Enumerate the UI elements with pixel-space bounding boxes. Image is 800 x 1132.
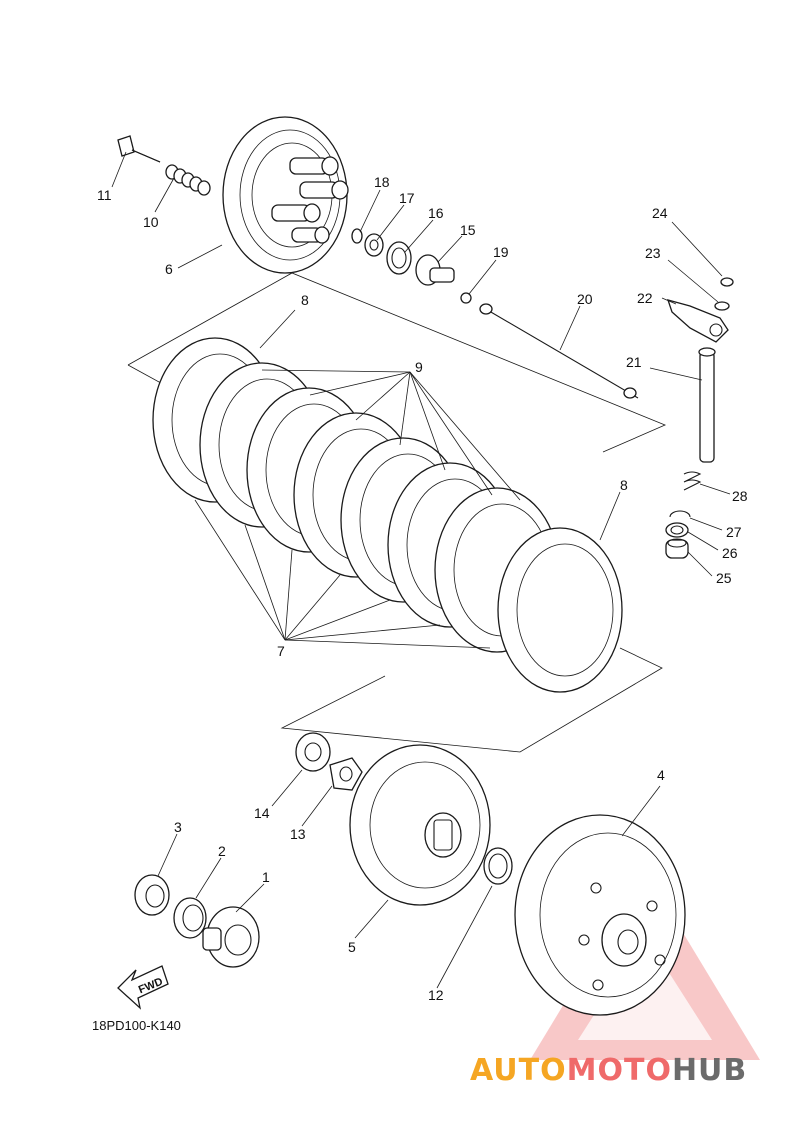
callout-17: 17	[399, 190, 415, 206]
clutch-plate-stack	[152, 337, 623, 693]
callout-fan-lines	[194, 369, 521, 649]
circlip	[669, 510, 691, 518]
nut-14	[295, 732, 331, 772]
push-lever	[666, 299, 729, 343]
primary-drive-gear	[202, 906, 260, 968]
callout-1: 1	[262, 869, 270, 885]
washer-24	[720, 277, 734, 287]
bushing-12	[483, 847, 513, 885]
callout-16: 16	[428, 205, 444, 221]
steel-ball	[460, 292, 472, 304]
callout-2: 2	[218, 843, 226, 859]
callout-3: 3	[174, 819, 182, 835]
callout-labels: 1 2 3 4 5 6 7 8 8 9 10 11 12 13 14 15 16…	[97, 174, 748, 1003]
clutch-spring	[165, 164, 211, 196]
clutch-boss	[349, 744, 491, 906]
pressure-plate	[222, 116, 349, 274]
oil-seal	[665, 522, 689, 538]
callout-11: 11	[97, 187, 112, 203]
callout-5: 5	[348, 939, 356, 955]
callout-12: 12	[428, 987, 444, 1003]
callout-22: 22	[637, 290, 653, 306]
callout-25: 25	[716, 570, 732, 586]
callout-21: 21	[626, 354, 642, 370]
callout-18: 18	[374, 174, 390, 190]
lock-washer-13	[329, 757, 363, 791]
callout-8-right: 8	[620, 477, 628, 493]
nut-3	[134, 874, 170, 916]
washer-small	[351, 228, 363, 244]
fwd-arrow-icon	[117, 965, 169, 1010]
bolt	[117, 135, 161, 163]
callout-26: 26	[722, 545, 738, 561]
push-rod-end	[415, 254, 455, 286]
callout-6: 6	[165, 261, 173, 277]
callout-15: 15	[460, 222, 476, 238]
callout-13: 13	[290, 826, 306, 842]
clutch-housing	[514, 814, 686, 1016]
washer-flat	[364, 233, 384, 257]
washer-23	[714, 301, 730, 311]
washer-2	[173, 897, 207, 939]
callout-20: 20	[577, 291, 593, 307]
return-spring	[683, 471, 702, 491]
callout-8-top: 8	[301, 292, 309, 308]
push-rod	[479, 303, 639, 399]
callout-14: 14	[254, 805, 270, 821]
diagram-code: 18PD100-K140	[92, 1018, 181, 1033]
watermark-auto: AUTO	[470, 1053, 567, 1088]
callout-7: 7	[277, 643, 285, 659]
callout-10: 10	[143, 214, 159, 230]
callout-9: 9	[415, 359, 423, 375]
callout-27: 27	[726, 524, 742, 540]
thrust-bearing	[386, 241, 412, 275]
callout-4: 4	[657, 767, 665, 783]
watermark-hub: HUB	[672, 1053, 747, 1088]
callout-23: 23	[645, 245, 661, 261]
callout-28: 28	[732, 488, 748, 504]
needle-bearing	[665, 538, 689, 559]
watermark-moto: MOTO	[567, 1053, 672, 1088]
callout-24: 24	[652, 205, 668, 221]
push-lever-shaft	[698, 347, 716, 463]
leader-lines	[111, 151, 731, 989]
callout-19: 19	[493, 244, 509, 260]
watermark-text: AUTOMOTOHUB	[470, 1053, 747, 1088]
